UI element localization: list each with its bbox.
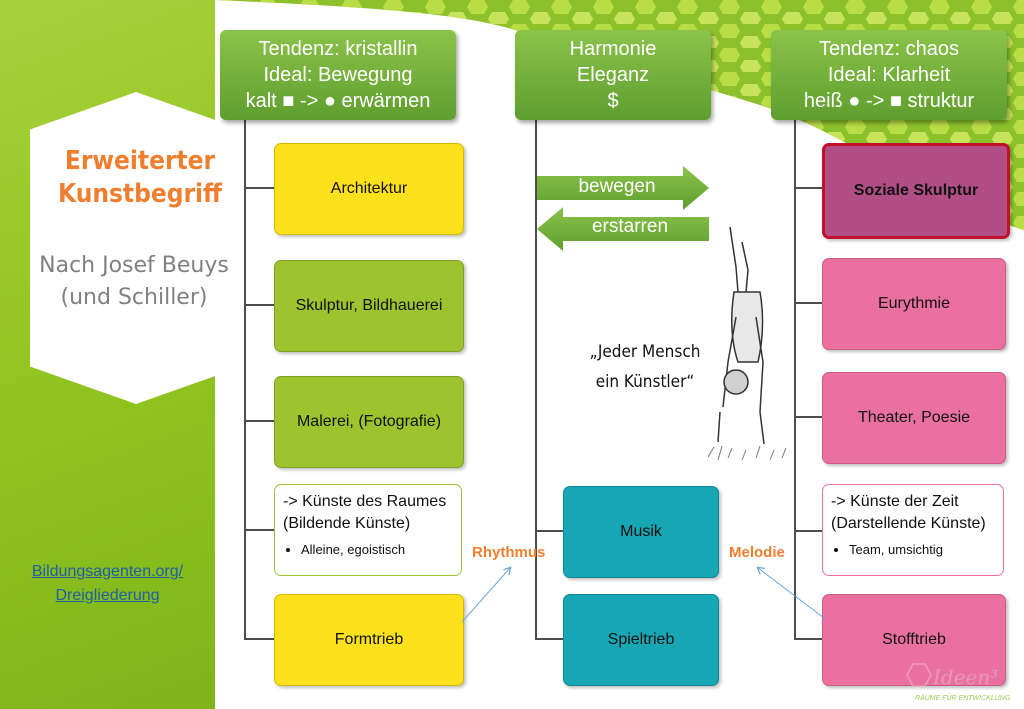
box-label: Stofftrieb: [882, 631, 946, 648]
middle-column-line: [535, 120, 537, 639]
link-line[interactable]: Bildungsagenten.org/: [31, 563, 184, 580]
box-subtitle: (Bildende Künste): [283, 515, 411, 532]
handstand-figure-illustration: [708, 226, 787, 461]
header-right: Tendenz: chaos Ideal: Klarheit heiß ● ->…: [771, 30, 1007, 120]
box-kuenste-des-raumes: -> Künste des Raumes (Bildende Künste) A…: [274, 484, 462, 576]
header-line: Harmonie: [569, 38, 657, 60]
box-stofftrieb: Stofftrieb: [822, 594, 1006, 686]
right-column-line: [794, 120, 796, 639]
box-formtrieb: Formtrieb: [274, 594, 464, 686]
arrow-left-erstarren: [537, 207, 709, 251]
svg-text:Ideen³: Ideen³: [932, 665, 998, 689]
header-line: $: [607, 90, 619, 112]
connector: [794, 530, 822, 532]
box-architektur: Architektur: [274, 143, 464, 235]
connector: [794, 638, 822, 640]
arrow-label-erstarren: erstarren: [591, 216, 669, 237]
bullet-item: Team, umsichtig: [849, 541, 995, 559]
box-label: Architektur: [330, 180, 408, 197]
box-malerei: Malerei, (Fotografie): [274, 376, 464, 468]
connector: [535, 530, 563, 532]
header-line: Eleganz: [576, 64, 650, 86]
subtitle: Nach Josef Beuys (und Schiller): [34, 250, 234, 314]
box-kuenste-der-zeit: -> Künste der Zeit (Darstellende Künste)…: [822, 484, 1004, 576]
bullet-list: Team, umsichtig: [831, 541, 995, 559]
box-theater-poesie: Theater, Poesie: [822, 372, 1006, 464]
website-link[interactable]: Bildungsagenten.org/ Dreigliederung: [5, 560, 210, 608]
header-line: Ideal: Bewegung: [263, 64, 413, 86]
header-line: Tendenz: chaos: [818, 38, 960, 60]
quote-line: „Jeder Mensch: [589, 342, 701, 362]
bullet-list: Alleine, egoistisch: [283, 541, 453, 559]
box-title: -> Künste der Zeit: [831, 493, 959, 510]
title-line: Kunstbegriff: [58, 179, 222, 209]
box-spieltrieb: Spieltrieb: [563, 594, 719, 686]
header-middle: Harmonie Eleganz $: [515, 30, 711, 120]
bullet-item: Alleine, egoistisch: [301, 541, 453, 559]
link-line[interactable]: Dreigliederung: [55, 587, 160, 604]
box-label: Eurythmie: [877, 295, 951, 312]
box-musik: Musik: [563, 486, 719, 578]
ideen-logo: Ideen³ RÄUME FÜR ENTWICKLUNG: [905, 660, 1017, 704]
connector: [794, 416, 822, 418]
title-line: Erweiterter: [64, 146, 216, 176]
connector: [794, 187, 822, 189]
header-line: Tendenz: kristallin: [258, 38, 418, 60]
box-label: Skulptur, Bildhauerei: [295, 297, 443, 314]
main-title: Erweiterter Kunstbegriff: [40, 145, 240, 211]
box-soziale-skulptur: Soziale Skulptur: [822, 143, 1010, 239]
header-line: kalt ■ -> ● erwärmen: [245, 90, 431, 112]
label-rhythmus: Rhythmus: [472, 544, 546, 561]
connector: [244, 187, 274, 189]
quote-line: ein Künstler“: [595, 372, 695, 392]
subtitle-line: (und Schiller): [60, 285, 208, 310]
label-melodie: Melodie: [729, 544, 785, 561]
box-subtitle: (Darstellende Künste): [831, 515, 986, 532]
box-label: Soziale Skulptur: [853, 182, 979, 199]
box-label: Spieltrieb: [607, 631, 675, 648]
left-column-line: [244, 120, 246, 639]
connector: [244, 304, 274, 306]
arrow-right-bewegen: [537, 166, 709, 210]
arrow-label-bewegen: bewegen: [578, 176, 656, 197]
box-label: Theater, Poesie: [857, 409, 971, 426]
box-label: Formtrieb: [334, 631, 404, 648]
quote: „Jeder Mensch ein Künstler“: [570, 337, 720, 397]
box-eurythmie: Eurythmie: [822, 258, 1006, 350]
header-line: Ideal: Klarheit: [827, 64, 951, 86]
box-skulptur: Skulptur, Bildhauerei: [274, 260, 464, 352]
subtitle-line: Nach Josef Beuys: [39, 253, 229, 278]
connector: [244, 638, 274, 640]
svg-text:RÄUME FÜR ENTWICKLUNG: RÄUME FÜR ENTWICKLUNG: [915, 694, 1011, 702]
thin-arrows: [461, 560, 825, 623]
connector: [244, 420, 274, 422]
box-label: Malerei, (Fotografie): [296, 413, 442, 430]
title-hexagon: [30, 92, 242, 404]
logo-graphic: Ideen³ RÄUME FÜR ENTWICKLUNG: [906, 663, 1011, 702]
box-title: -> Künste des Raumes: [283, 493, 447, 510]
connector: [244, 529, 274, 531]
connector: [794, 302, 822, 304]
header-left: Tendenz: kristallin Ideal: Bewegung kalt…: [220, 30, 456, 120]
connector: [535, 638, 563, 640]
header-line: heiß ● -> ■ struktur: [803, 90, 975, 112]
box-label: Musik: [620, 523, 662, 540]
